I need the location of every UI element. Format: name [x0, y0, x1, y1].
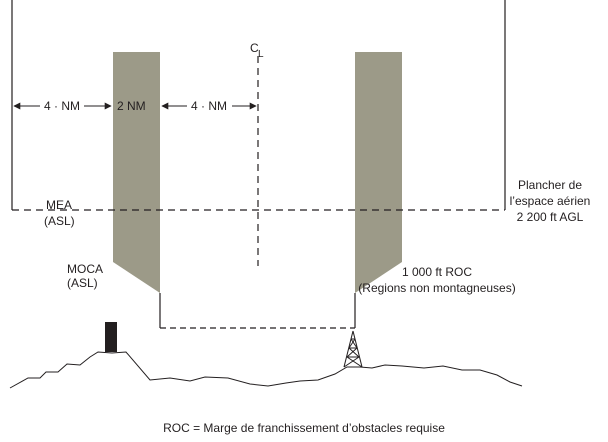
distance-label-corridor: 2 NM — [117, 99, 146, 113]
building-obstacle-icon — [105, 322, 117, 352]
mea-label: MEA — [46, 198, 72, 212]
terrain-profile — [9, 351, 523, 389]
centerline-label-c: C — [250, 41, 259, 55]
distance-label-right: 4 · NM — [191, 99, 227, 113]
mea-sublabel: (ASL) — [44, 214, 75, 228]
floor-label-line1: Plancher de — [518, 178, 582, 192]
roc-value-label: 1 000 ft ROC — [402, 265, 472, 279]
protected-area-left — [113, 52, 160, 293]
distance-label-left: 4 · NM — [44, 99, 80, 113]
floor-label-line3: 2 200 ft AGL — [517, 210, 584, 224]
moca-label: MOCA — [67, 262, 103, 276]
radio-tower-icon — [343, 330, 363, 368]
moca-sublabel: (ASL) — [67, 276, 98, 290]
floor-label-line2: l’espace aérien — [510, 194, 591, 208]
footnote: ROC = Marge de franchissement d’obstacle… — [163, 421, 445, 435]
centerline-label-l: L — [258, 49, 264, 60]
roc-region-label: (Regions non montagneuses) — [358, 281, 515, 295]
protected-area-right — [355, 52, 402, 293]
